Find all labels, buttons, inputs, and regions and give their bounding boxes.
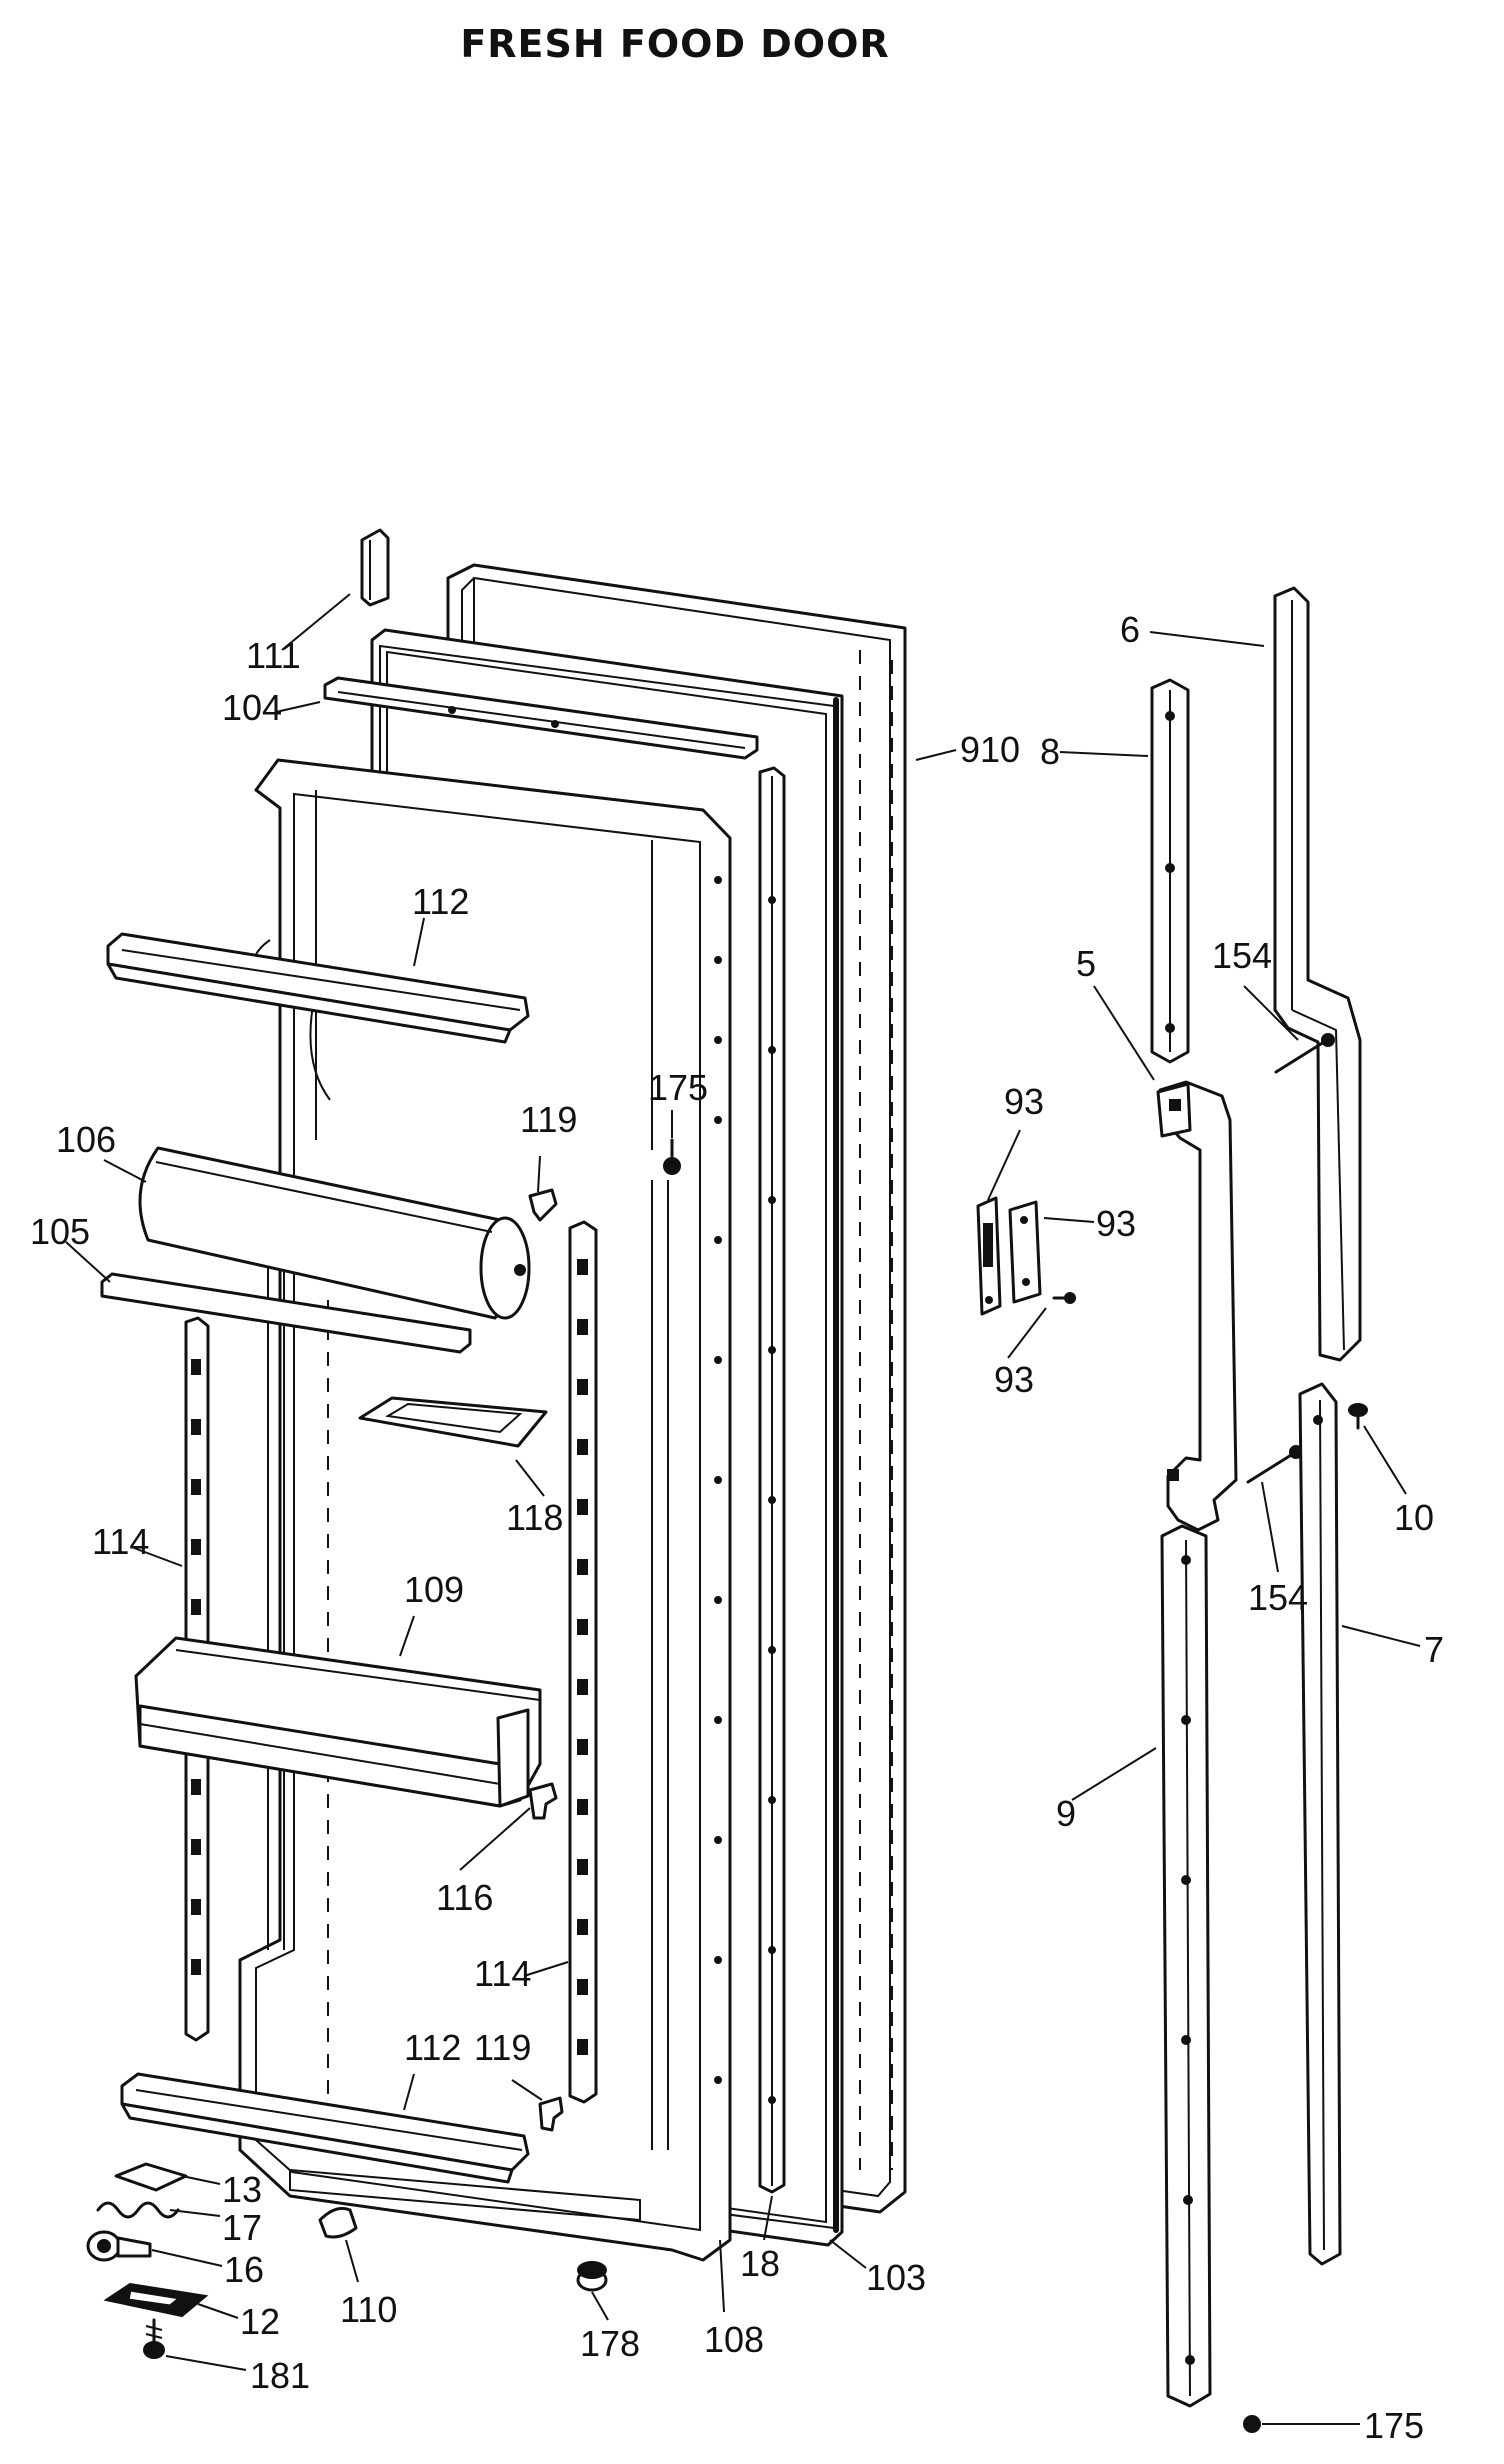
callout-104: 104 [222,687,282,728]
screw-10 [1348,1403,1368,1430]
callout-118: 118 [506,1497,563,1538]
diagram-title: FRESH FOOD DOOR [460,22,890,66]
callout-17: 17 [222,2207,262,2248]
screw-93 [1052,1292,1076,1304]
callout-13: 13 [222,2169,262,2210]
callout-111: 111 [246,635,301,676]
stud-119-bottom [538,2096,564,2132]
top-plate-104 [323,676,759,760]
plug-110 [318,2206,358,2239]
plate-93-a [976,1196,1002,1316]
callout-112-top: 112 [412,881,469,922]
callout-8: 8 [1040,731,1060,772]
callout-154-lower: 154 [1248,1577,1308,1618]
handle-bar-9 [1160,1524,1212,2408]
inner-door-liner-108 [238,758,732,2262]
bushing-178 [576,2261,608,2292]
callout-108: 108 [704,2319,764,2360]
callout-12: 12 [240,2301,280,2342]
pin-154-lower [1246,1445,1303,1484]
strip-18 [758,766,786,2194]
handle-cap-8 [1150,678,1190,1064]
callout-93-a: 93 [1004,1081,1044,1122]
door-handle-5 [1156,1080,1238,1532]
callout-10: 10 [1394,1497,1434,1538]
callout-93-b: 93 [1096,1203,1136,1244]
cam-16 [86,2230,152,2262]
callout-9: 9 [1056,1793,1076,1834]
callout-5: 5 [1076,943,1096,984]
callout-175-liner: 175 [648,1067,708,1108]
hinge-12 [103,2282,209,2318]
callout-109: 109 [404,1569,464,1610]
callout-93-c: 93 [994,1359,1034,1400]
bracket-13 [114,2162,188,2192]
callout-labels: 111 104 910 6 8 112 5 154 93 93 93 175 1… [30,609,1444,2446]
screw-175-liner [663,1138,681,1175]
callout-16: 16 [224,2249,264,2290]
clip-111 [360,528,390,607]
callout-6: 6 [1120,609,1140,650]
dish-118 [358,1396,548,1448]
shelf-bar-112-top [106,932,530,1044]
stud-119-top [528,1188,558,1222]
callout-106: 106 [56,1119,116,1160]
pin-154-upper [1274,1040,1326,1074]
callout-114-right: 114 [474,1953,531,1994]
butter-compartment-106 [138,1146,531,1320]
callout-18: 18 [740,2243,780,2284]
spring-17 [96,2201,180,2219]
leader-lines [65,593,1421,2425]
callout-103: 103 [866,2257,926,2298]
callout-105: 105 [30,1211,90,1252]
callout-114-left: 114 [92,1521,149,1562]
shelf-bar-112-bottom [120,2072,530,2184]
door-bin-109 [134,1636,542,1808]
trim-6 [1273,586,1362,1362]
callout-178: 178 [580,2323,640,2364]
screw-181 [143,2318,165,2359]
callout-154-upper: 154 [1212,935,1272,976]
tray-105 [100,1272,472,1354]
callout-7: 7 [1424,1629,1444,1670]
callout-175-bottom: 175 [1364,2405,1424,2446]
callout-119-bottom: 119 [474,2027,531,2068]
callout-116: 116 [436,1877,493,1918]
callout-119-top: 119 [520,1099,577,1140]
trim-7 [1298,1382,1342,2266]
shelf-rail-114-right [568,1220,598,2104]
callout-181: 181 [250,2355,310,2396]
stud-116 [528,1782,558,1820]
screw-175-bottom [1243,2415,1261,2433]
callout-112-bottom: 112 [404,2027,461,2068]
callout-110: 110 [340,2289,397,2330]
plate-93-b [1008,1200,1042,1304]
callout-910: 910 [960,729,1020,770]
